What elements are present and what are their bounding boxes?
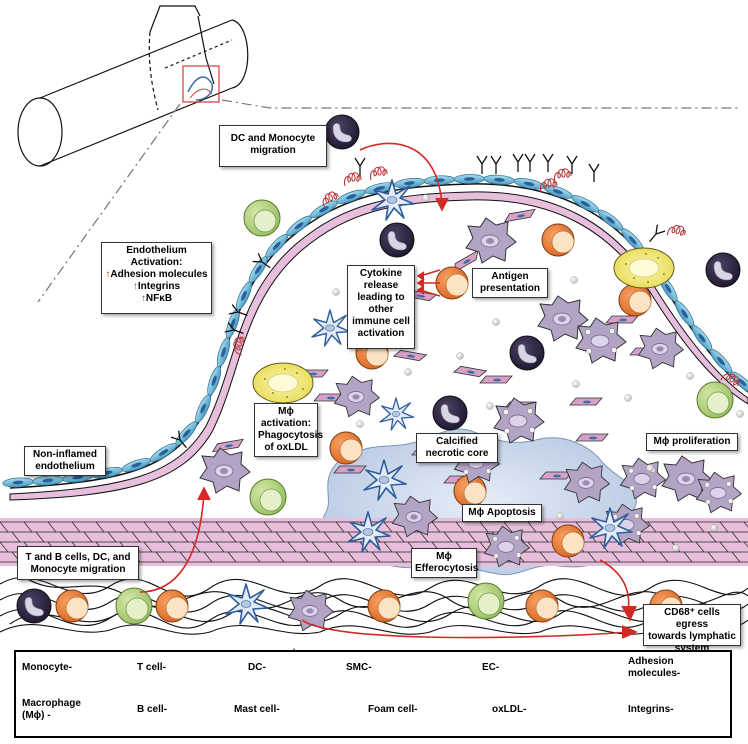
activation-item: ↑Adhesion molecules — [105, 269, 208, 281]
label-line: DC and Monocyte — [230, 133, 316, 144]
legend-smc: SMC- — [346, 662, 372, 673]
label-line: leading to — [357, 292, 405, 303]
label-mphi-efferocytosis: Mϕ Efferocytosis — [411, 548, 479, 578]
up-arrow-icon: ↑ — [132, 281, 138, 292]
label-line: release — [363, 280, 399, 291]
legend-b-cell: B cell- — [137, 704, 168, 715]
label-line: Cytokine — [359, 268, 403, 279]
label-mphi-activation: Mϕ activation: Phagocytosis of oxLDL — [254, 403, 324, 457]
legend-line: Macrophage — [22, 698, 81, 709]
vessel-illustration — [17, 5, 740, 303]
legend-box — [14, 650, 732, 738]
legend-oxldl: oxLDL- — [492, 704, 527, 715]
activation-item: ↑Integrins — [105, 281, 208, 293]
label-line: CD68⁺ cells egress — [664, 607, 720, 630]
label-mphi-apoptosis: Mϕ Apoptosis — [462, 504, 542, 522]
label-line: Mϕ Apoptosis — [468, 507, 536, 518]
legend-line: Adhesion — [628, 656, 674, 667]
legend-mast-cell: Mast cell- — [234, 704, 280, 715]
label-line: Integrins — [137, 281, 181, 292]
label-line: NFκB — [145, 293, 173, 304]
legend-line: (Mϕ) - — [22, 710, 51, 721]
label-line: immune cell — [352, 316, 410, 327]
label-line: presentation — [479, 283, 540, 294]
label-line: Mϕ — [278, 406, 294, 417]
label-line: of oxLDL — [264, 442, 308, 453]
label-antigen-presentation: Antigen presentation — [472, 268, 548, 298]
legend-line: molecules- — [628, 668, 681, 679]
intima-layer — [9, 191, 748, 501]
legend-foam-cell: Foam cell- — [368, 704, 418, 715]
label-mphi-proliferation: Mϕ proliferation — [646, 433, 738, 451]
legend-monocyte: Monocyte- — [22, 662, 72, 673]
label-non-inflamed: Non-inflamed endothelium — [24, 446, 106, 476]
label-endothelium-activation: Endothelium Activation: ↑Adhesion molecu… — [101, 242, 212, 314]
legend-macrophage: Macrophage (Mϕ) - — [22, 698, 81, 722]
label-line: T and B cells, DC, and — [25, 552, 131, 563]
label-cd68-egress: CD68⁺ cells egress towards lymphatic sys… — [643, 604, 741, 654]
up-arrow-icon: ↑ — [140, 293, 146, 304]
label-line: other — [368, 304, 394, 315]
label-line: activation — [357, 328, 405, 339]
activation-item: ↑NFκB — [105, 293, 208, 305]
label-line: Mϕ proliferation — [653, 436, 731, 447]
label-line: system — [674, 643, 710, 654]
legend-dc: DC- — [248, 662, 266, 673]
label-dc-monocyte-migration: DC and Monocyte migration — [219, 125, 327, 167]
migration-arrows — [139, 142, 639, 639]
legend-adhesion: Adhesion molecules- — [628, 656, 680, 680]
label-line: activation: — [260, 418, 311, 429]
label-line: Mϕ — [436, 551, 452, 562]
label-line: Adhesion molecules — [110, 269, 208, 280]
legend-ec: EC- — [482, 662, 500, 673]
label-cytokine-release: Cytokine release leading to other immune… — [347, 265, 415, 349]
up-arrow-icon: ↑ — [105, 269, 111, 280]
legend-integrins: Integrins- — [628, 704, 674, 715]
label-line: necrotic core — [425, 448, 489, 459]
label-calcified-core: Calcified necrotic core — [416, 433, 498, 463]
label-line: Calcified — [436, 436, 478, 447]
label-line: endothelium — [35, 461, 95, 472]
label-line: Non-inflamed — [33, 449, 97, 460]
label-line: Efferocytosis — [415, 563, 479, 574]
label-line: migration — [250, 145, 296, 156]
label-line: towards lymphatic — [648, 631, 736, 642]
label-line: Activation: — [130, 257, 183, 268]
label-tb-cells-migration: T and B cells, DC, and Monocyte migratio… — [17, 546, 139, 580]
legend-t-cell: T cell- — [137, 662, 166, 673]
label-line: Phagocytosis — [258, 430, 324, 441]
label-line: Endothelium — [126, 245, 187, 256]
label-line: Antigen — [491, 271, 529, 282]
label-line: Monocyte migration — [30, 564, 126, 575]
